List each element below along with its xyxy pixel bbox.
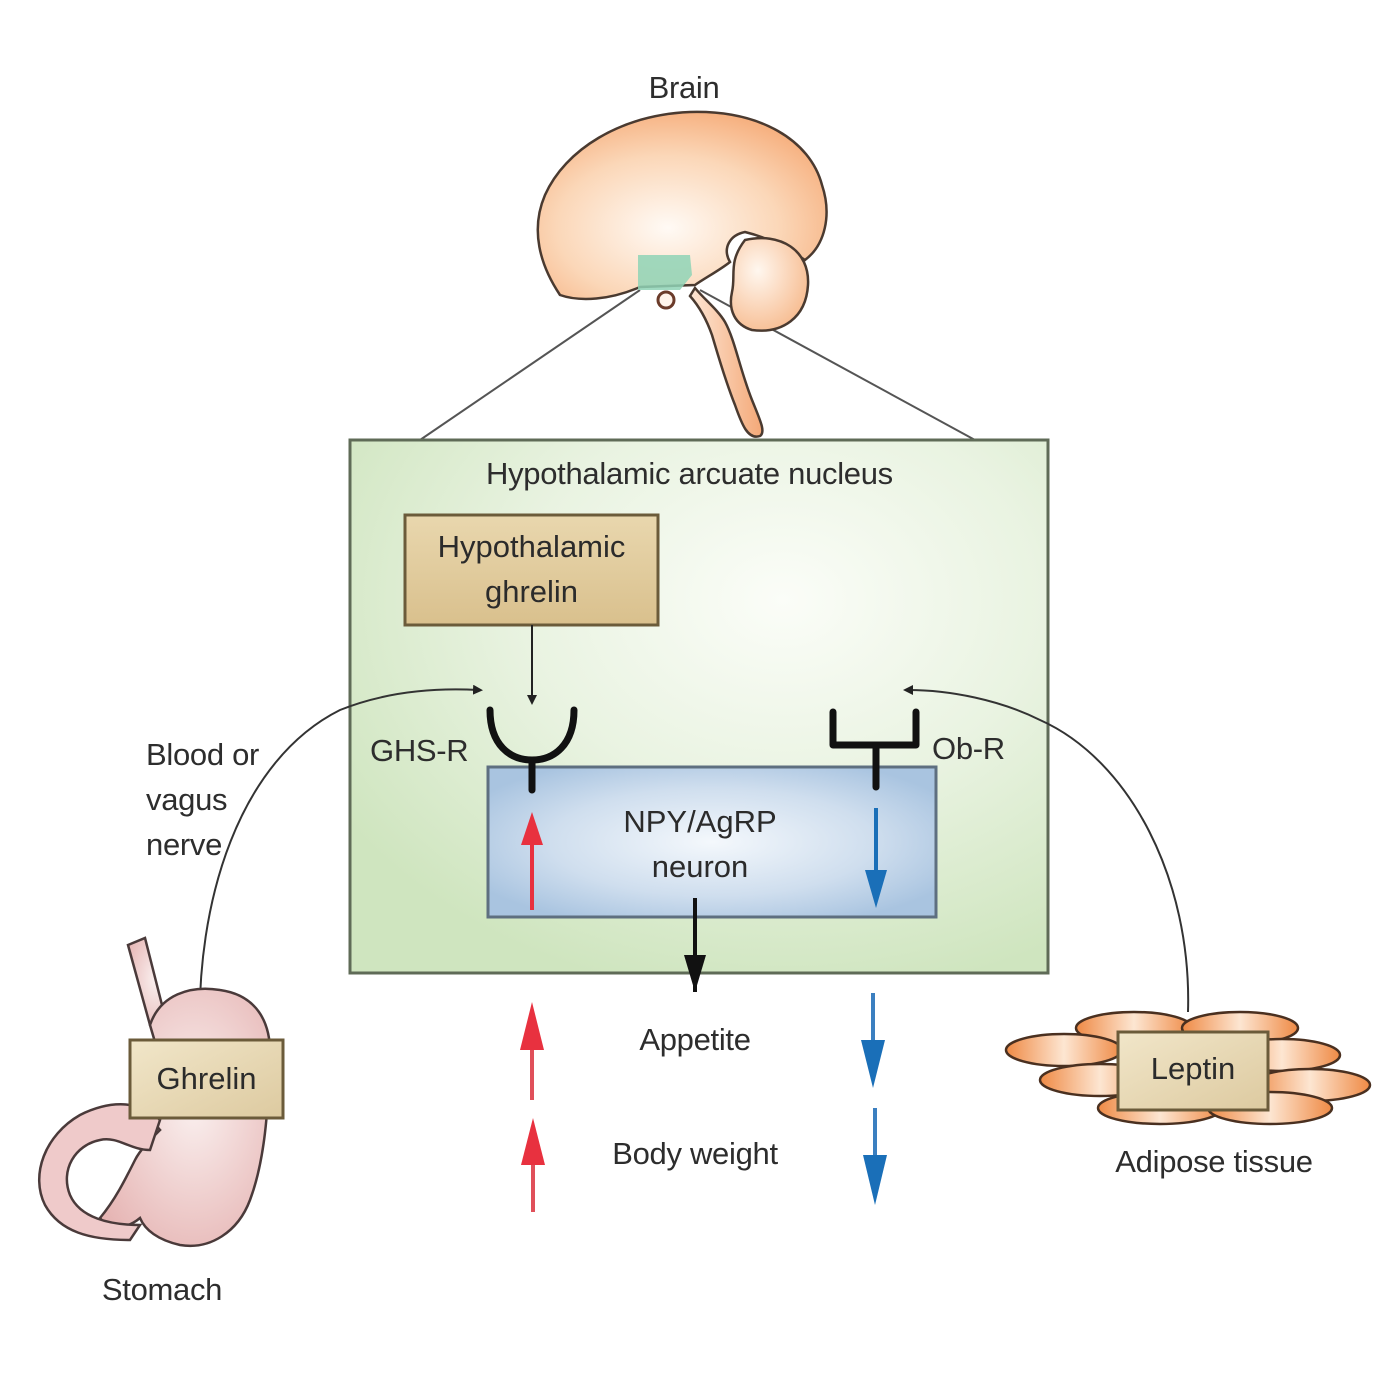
neuron-label: NPY/AgRP neuron [600,797,800,893]
brain-illustration [536,110,828,438]
cerebrum [536,110,828,301]
ghrelin-box [128,1038,285,1120]
brainstem [688,285,764,438]
pathway-label-line-1: Blood or [146,737,260,772]
hypothalamic-ghrelin-label: Hypothalamic ghrelin [405,520,658,620]
neuron-line-1: NPY/AgRP [623,804,777,840]
ob-r-receptor [829,708,920,791]
hypothalamus-region [638,255,692,290]
pathway-label: Blood or vagus nerve [146,733,306,868]
ghs-r-label: GHS-R [370,733,469,768]
neuron-output-arrowhead [684,955,706,992]
appetite-label: Appetite [639,1022,751,1057]
hypothalamic-ghrelin-line-2: ghrelin [484,574,579,609]
pathway-label-line-3: nerve [146,826,223,862]
brain-label: Brain [648,70,720,105]
bodyweight-decrease-arrow [863,1108,887,1205]
neuron-decrease-arrow [865,808,887,908]
ob-r-label: Ob-R [932,731,1005,766]
bodyweight-label: Body weight [612,1136,778,1171]
duodenum [37,1103,162,1242]
stomach-label: Stomach [101,1272,223,1307]
cerebellum [729,236,810,332]
neuron-increase-arrow [521,812,543,910]
ghs-r-receptor [486,706,578,794]
adipose-label: Adipose tissue [1115,1144,1313,1179]
pituitary [656,290,676,310]
leptin-pathway-arrow [903,685,1190,1013]
bodyweight-increase-arrow [521,1118,545,1212]
ghrelin-label: Ghrelin [156,1060,257,1096]
appetite-decrease-arrow [861,993,885,1088]
appetite-increase-arrow [520,1002,544,1100]
pathway-label-line-2: vagus [146,781,228,817]
leptin-box [1116,1030,1270,1112]
ghrelin-pathway-arrow [198,684,483,1041]
leptin-label: Leptin [1150,1050,1236,1086]
npy-agrp-neuron-box [486,765,938,919]
neuron-line-2: neuron [651,849,749,884]
fat-cell [1004,1032,1124,1068]
zoom-line-left [419,289,641,441]
arcuate-nucleus-label: Hypothalamic arcuate nucleus [486,456,893,491]
hypothalamic-ghrelin-line-1: Hypothalamic [437,529,626,565]
